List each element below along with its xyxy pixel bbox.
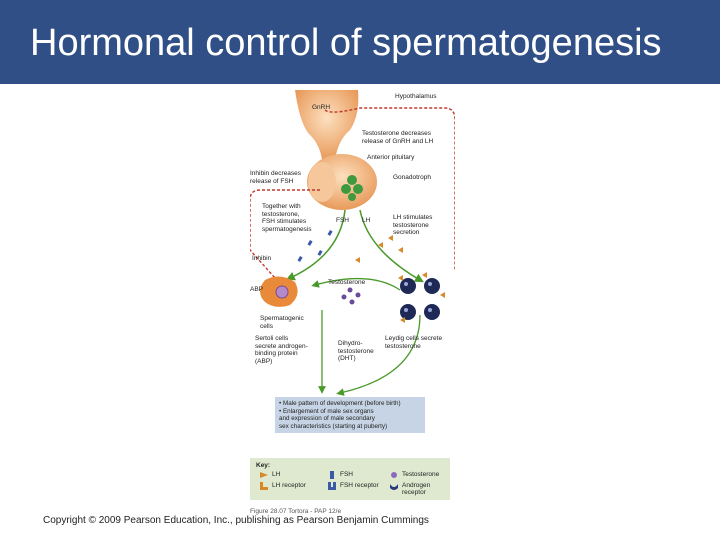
slide-title: Hormonal control of spermatogenesis xyxy=(30,22,662,64)
label-fsh: FSH xyxy=(336,217,349,224)
label-dht: Dihydro- testosterone (DHT) xyxy=(338,340,374,362)
label-lh: LH xyxy=(362,217,371,224)
testosterone-symbol-icon xyxy=(391,472,397,478)
key-item-androgen-receptor: Androgen receptor xyxy=(402,482,431,496)
lh-arrow xyxy=(359,209,424,283)
label-anterior-pituitary: Anterior pituitary xyxy=(367,154,415,161)
key-item-testosterone: Testosterone xyxy=(402,471,440,478)
testosterone-feedback-line xyxy=(324,107,455,270)
label-gnrh: GnRH xyxy=(312,104,331,111)
fsh-arrow xyxy=(285,209,346,281)
label-inhibin-feedback: Inhibin decreases release of FSH xyxy=(250,170,301,185)
key-item-fsh: FSH xyxy=(340,471,353,478)
lh-symbol-icon xyxy=(260,472,268,478)
effect-line: • Male pattern of development (before bi… xyxy=(279,400,401,407)
lh-receptor-icon xyxy=(260,482,268,490)
effects-box: • Male pattern of development (before bi… xyxy=(275,397,425,433)
key-item-lh-receptor: LH receptor xyxy=(272,482,306,489)
inhibin-feedback-line xyxy=(250,189,320,279)
legend-key: Key: LH LH receptor FSH FSH receptor Tes… xyxy=(250,458,450,500)
label-lh-stimulates: LH stimulates testosterone secretion xyxy=(393,214,433,236)
hormone-diagram: Hypothalamus GnRH Testosterone decreases… xyxy=(250,90,455,435)
label-sertoli: Sertoli cells secrete androgen- binding … xyxy=(255,335,308,365)
key-title: Key: xyxy=(256,462,271,469)
title-bar: Hormonal control of spermatogenesis xyxy=(0,0,720,84)
label-inhibin: Inhibin xyxy=(252,255,272,262)
effect-line: sex characteristics (starting at puberty… xyxy=(279,422,388,430)
copyright-notice: Copyright © 2009 Pearson Education, Inc.… xyxy=(43,515,429,526)
label-leydig: Leydig cells secrete testosterone xyxy=(385,335,443,350)
effect-line: and expression of male secondary xyxy=(279,415,375,422)
testosterone-molecule xyxy=(347,287,353,293)
label-gonadotroph: Gonadotroph xyxy=(393,174,431,181)
fsh-symbol-icon xyxy=(330,471,334,479)
diagram-graphic xyxy=(250,90,455,396)
label-hypothalamus: Hypothalamus xyxy=(395,93,437,100)
key-item-fsh-receptor: FSH receptor xyxy=(340,482,379,489)
leydig-cells xyxy=(398,272,445,323)
androgen-receptor-icon xyxy=(390,484,398,490)
label-abp: ABP xyxy=(250,286,264,293)
key-item-lh: LH xyxy=(272,471,281,478)
label-testosterone-feedback: Testosterone decreases release of GnRH a… xyxy=(362,130,434,145)
label-testosterone: Testosterone xyxy=(328,279,366,286)
effect-line: • Enlargement of male sex organs xyxy=(279,407,374,415)
label-spermatogenic-cells: Spermatogenic cells xyxy=(260,315,304,330)
label-fsh-stimulates: Together with testosterone, FSH stimulat… xyxy=(262,203,312,233)
fsh-receptor-icon xyxy=(328,482,336,490)
effects-arrow xyxy=(336,314,421,396)
testosterone-arrow xyxy=(311,277,401,291)
figure-reference: Figure 28.07 Tortora - PAP 12/e xyxy=(250,508,342,515)
hypothalamus-shape xyxy=(295,90,359,160)
gonadotroph-cell xyxy=(347,175,357,185)
